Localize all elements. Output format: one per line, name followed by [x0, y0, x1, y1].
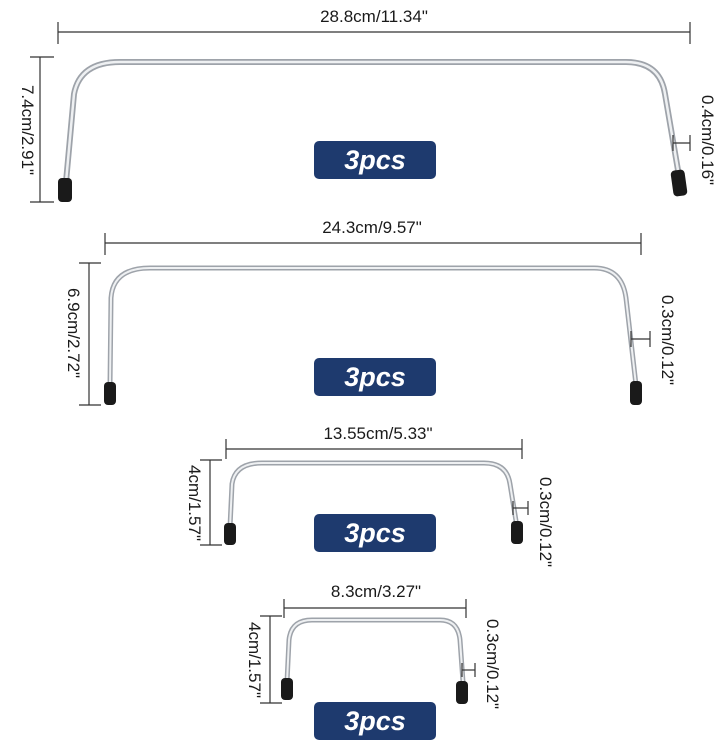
- handbag-frame-icon: [224, 460, 523, 545]
- width-label-3: 13.55cm/5.33": [323, 424, 432, 443]
- quantity-badge-3: 3pcs: [314, 514, 436, 552]
- quantity-badge-1: 3pcs: [314, 141, 436, 179]
- quantity-label-4: 3pcs: [344, 706, 406, 736]
- diameter-label-4: 0.3cm/0.12": [483, 619, 502, 709]
- width-label-4: 8.3cm/3.27": [331, 582, 421, 601]
- handbag-frame-icon: [58, 59, 688, 202]
- diameter-marker-4: [461, 663, 476, 677]
- quantity-badge-4: 3pcs: [314, 702, 436, 740]
- quantity-label-1: 3pcs: [344, 145, 406, 175]
- handbag-frame-icon: [281, 617, 468, 704]
- diameter-label-2: 0.3cm/0.12": [658, 295, 677, 385]
- frame-tip-left: [281, 678, 293, 700]
- width-dimension-1: [57, 22, 691, 44]
- frame-tip-left: [58, 178, 72, 202]
- diameter-marker-2: [630, 331, 651, 347]
- diameter-marker-1: [672, 135, 691, 151]
- width-label-1: 28.8cm/11.34": [320, 7, 428, 26]
- frame-tip-right: [456, 681, 468, 704]
- width-dimension-4: [283, 599, 467, 618]
- handle-2: 24.3cm/9.57" 6.9cm/2.72" 0.3cm/0.12" 3pc…: [64, 218, 677, 406]
- diameter-label-1: 0.4cm/0.16": [698, 95, 717, 185]
- quantity-label-3: 3pcs: [344, 518, 406, 548]
- height-label-1: 7.4cm/2.91": [18, 85, 37, 175]
- width-dimension-3: [225, 439, 523, 459]
- handle-1: 28.8cm/11.34" 7.4cm/2.91" 0.4cm/0.16" 3p…: [18, 7, 717, 203]
- height-label-4: 4cm/1.57": [245, 622, 264, 698]
- frame-tip-left: [224, 523, 236, 545]
- frame-tip-right: [670, 169, 688, 197]
- height-dimension-2: [79, 262, 101, 406]
- height-dimension-1: [30, 56, 54, 203]
- handle-4: 8.3cm/3.27" 4cm/1.57" 0.3cm/0.12" 3pcs: [245, 582, 502, 740]
- quantity-label-2: 3pcs: [344, 362, 406, 392]
- frame-tip-right: [511, 521, 523, 544]
- height-dimension-4: [260, 615, 282, 704]
- handbag-frame-icon: [104, 265, 642, 405]
- diameter-marker-3: [512, 501, 529, 515]
- height-label-3: 4cm/1.57": [185, 465, 204, 541]
- frame-tip-right: [630, 381, 642, 405]
- width-dimension-2: [104, 233, 642, 255]
- height-label-2: 6.9cm/2.72": [64, 288, 83, 378]
- width-label-2: 24.3cm/9.57": [322, 218, 422, 237]
- quantity-badge-2: 3pcs: [314, 358, 436, 396]
- handle-3: 13.55cm/5.33" 4cm/1.57" 0.3cm/0.12" 3pcs: [185, 424, 555, 567]
- diameter-label-3: 0.3cm/0.12": [536, 477, 555, 567]
- height-dimension-3: [200, 459, 222, 546]
- frame-tip-left: [104, 382, 116, 405]
